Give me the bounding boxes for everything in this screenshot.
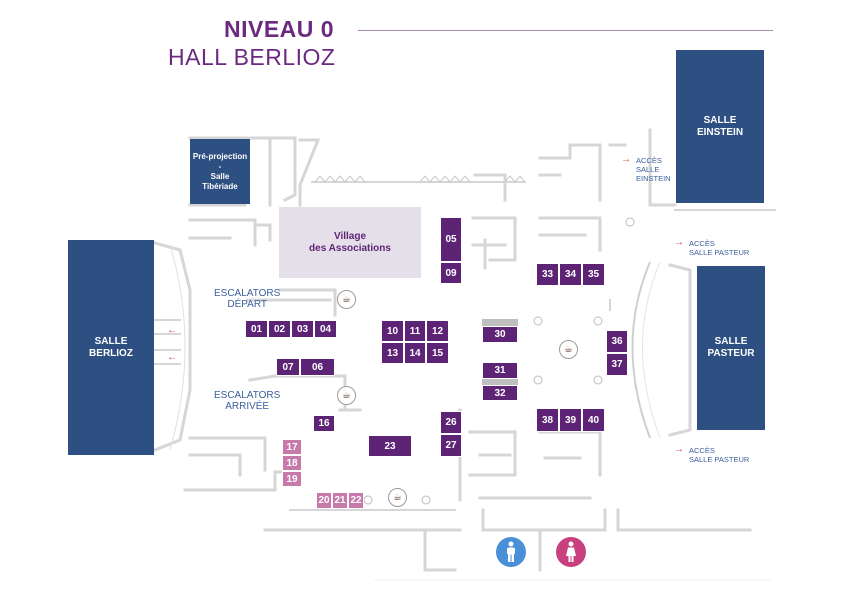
booth-30[interactable]: 30 xyxy=(482,326,518,343)
escalators-depart-label: ESCALATORS DÉPART xyxy=(214,288,281,310)
red-arrow-icon: → xyxy=(674,444,684,455)
booth-04[interactable]: 04 xyxy=(314,320,337,338)
booth-02[interactable]: 02 xyxy=(268,320,291,338)
booth-01[interactable]: 01 xyxy=(245,320,268,338)
coffee-cup-icon: ☕ xyxy=(337,386,356,405)
booth-33[interactable]: 33 xyxy=(536,263,559,286)
booth-36[interactable]: 36 xyxy=(606,330,628,353)
booth-07[interactable]: 07 xyxy=(276,358,300,376)
booth-19[interactable]: 19 xyxy=(282,471,302,487)
booth-27[interactable]: 27 xyxy=(440,434,462,457)
acces-salle-pasteur-bottom-label: ACCÈS SALLE PASTEUR xyxy=(689,446,750,464)
booth-09[interactable]: 09 xyxy=(440,262,462,284)
men-figure-icon xyxy=(507,541,515,562)
women-restroom-icon xyxy=(556,537,586,567)
room-salle-pasteur[interactable]: SALLE PASTEUR xyxy=(697,266,765,430)
coffee-cup-icon: ☕ xyxy=(337,290,356,309)
booth-12[interactable]: 12 xyxy=(426,320,449,342)
booth-21[interactable]: 21 xyxy=(332,492,348,509)
booth-35[interactable]: 35 xyxy=(582,263,605,286)
acces-salle-einstein-label: ACCÈS SALLE EINSTEIN xyxy=(636,156,671,183)
coffee-cup-icon: ☕ xyxy=(559,340,578,359)
level-title: NIVEAU 0 xyxy=(224,16,335,42)
women-figure-icon xyxy=(566,541,576,562)
booth-18[interactable]: 18 xyxy=(282,455,302,471)
room-salle-berlioz[interactable]: SALLE BERLIOZ xyxy=(68,240,154,455)
booth-05[interactable]: 05 xyxy=(440,217,462,262)
booth-31[interactable]: 31 xyxy=(482,362,518,379)
booth-20[interactable]: 20 xyxy=(316,492,332,509)
booth-03[interactable]: 03 xyxy=(291,320,314,338)
booth-40[interactable]: 40 xyxy=(582,408,605,432)
hall-title: HALL BERLIOZ xyxy=(168,44,336,70)
booth-14[interactable]: 14 xyxy=(404,342,426,364)
booth-37[interactable]: 37 xyxy=(606,353,628,376)
room-salle-einstein[interactable]: SALLE EINSTEIN xyxy=(676,50,764,203)
booth-23[interactable]: 23 xyxy=(368,435,412,457)
booth-32[interactable]: 32 xyxy=(482,385,518,401)
booth-11[interactable]: 11 xyxy=(404,320,426,342)
red-arrow-icon: → xyxy=(621,154,631,165)
booth-17[interactable]: 17 xyxy=(282,439,302,455)
booth-10[interactable]: 10 xyxy=(381,320,404,342)
booth-26[interactable]: 26 xyxy=(440,411,462,434)
red-arrow-icon: ← xyxy=(167,325,177,336)
title-divider xyxy=(358,30,773,31)
escalators-arrivee-label: ESCALATORS ARRIVÉE xyxy=(214,390,281,412)
booth-06[interactable]: 06 xyxy=(300,358,335,376)
booth-22[interactable]: 22 xyxy=(348,492,364,509)
booth-13[interactable]: 13 xyxy=(381,342,404,364)
coffee-cup-icon: ☕ xyxy=(388,488,407,507)
booth-38[interactable]: 38 xyxy=(536,408,559,432)
red-arrow-icon: ← xyxy=(167,352,177,363)
booth-39[interactable]: 39 xyxy=(559,408,582,432)
red-arrow-icon: → xyxy=(674,237,684,248)
booth-34[interactable]: 34 xyxy=(559,263,582,286)
village-des-associations[interactable]: Village des Associations xyxy=(279,207,421,278)
booth-16[interactable]: 16 xyxy=(313,415,335,432)
acces-salle-pasteur-top-label: ACCÈS SALLE PASTEUR xyxy=(689,239,750,257)
booth-15[interactable]: 15 xyxy=(426,342,449,364)
room-salle-tiberiade[interactable]: Pré-projection - Salle Tibériade xyxy=(190,139,250,204)
men-restroom-icon xyxy=(496,537,526,567)
